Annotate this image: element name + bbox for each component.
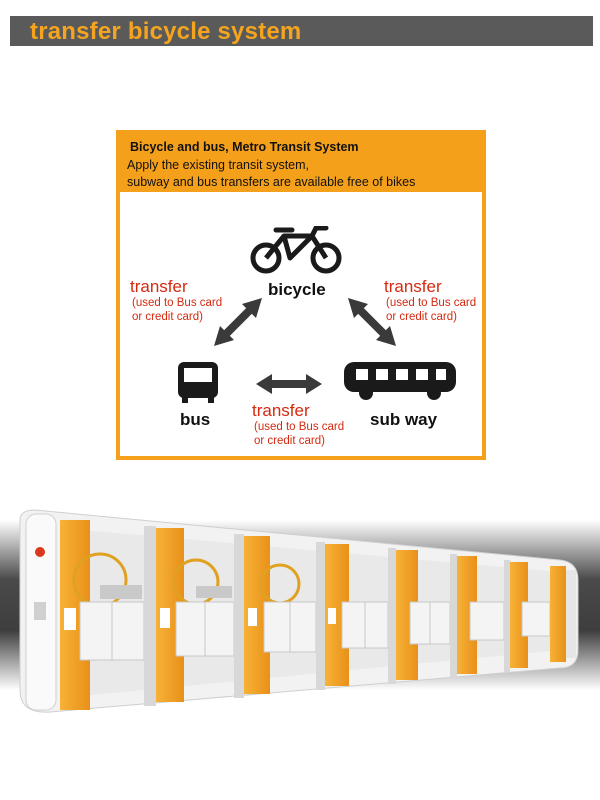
transfer-note-right-2: or credit card) bbox=[386, 311, 457, 323]
transfer-note-right-1: (used to Bus card bbox=[386, 297, 477, 309]
double-arrow-icon bbox=[256, 374, 322, 394]
transfer-note-left-2: or credit card) bbox=[132, 311, 203, 323]
panel-description-line-1: Apply the existing transit system, bbox=[127, 158, 310, 172]
transfer-label-left: transfer bbox=[130, 277, 188, 296]
dock-units bbox=[60, 520, 576, 710]
transfer-note-left-1: (used to Bus card bbox=[132, 297, 223, 309]
bus-label: bus bbox=[180, 410, 211, 429]
bicycle-label: bicycle bbox=[268, 280, 326, 299]
subway-label: sub way bbox=[370, 410, 438, 429]
transfer-note-bottom-1: (used to Bus card bbox=[254, 421, 345, 433]
transfer-label-right: transfer bbox=[384, 277, 442, 296]
panel-description-line-2: subway and bus transfers are available f… bbox=[127, 175, 416, 189]
title-bar: transfer bicycle system bbox=[10, 16, 593, 46]
bus-icon bbox=[178, 362, 218, 403]
transfer-note-bottom-2: or credit card) bbox=[254, 435, 325, 447]
double-arrow-icon bbox=[348, 298, 396, 346]
transfer-diagram: bicycle bus bbox=[120, 192, 482, 456]
panel-heading: Bicycle and bus, Metro Transit System bbox=[130, 140, 359, 154]
bike-station-illustration bbox=[0, 509, 600, 713]
transit-info-panel: Bicycle and bus, Metro Transit System Ap… bbox=[116, 130, 486, 460]
transfer-label-bottom: transfer bbox=[252, 401, 310, 420]
bicycle-icon bbox=[250, 226, 342, 274]
page-title: transfer bicycle system bbox=[30, 18, 302, 45]
double-arrow-icon bbox=[214, 298, 262, 346]
subway-icon bbox=[344, 362, 456, 400]
